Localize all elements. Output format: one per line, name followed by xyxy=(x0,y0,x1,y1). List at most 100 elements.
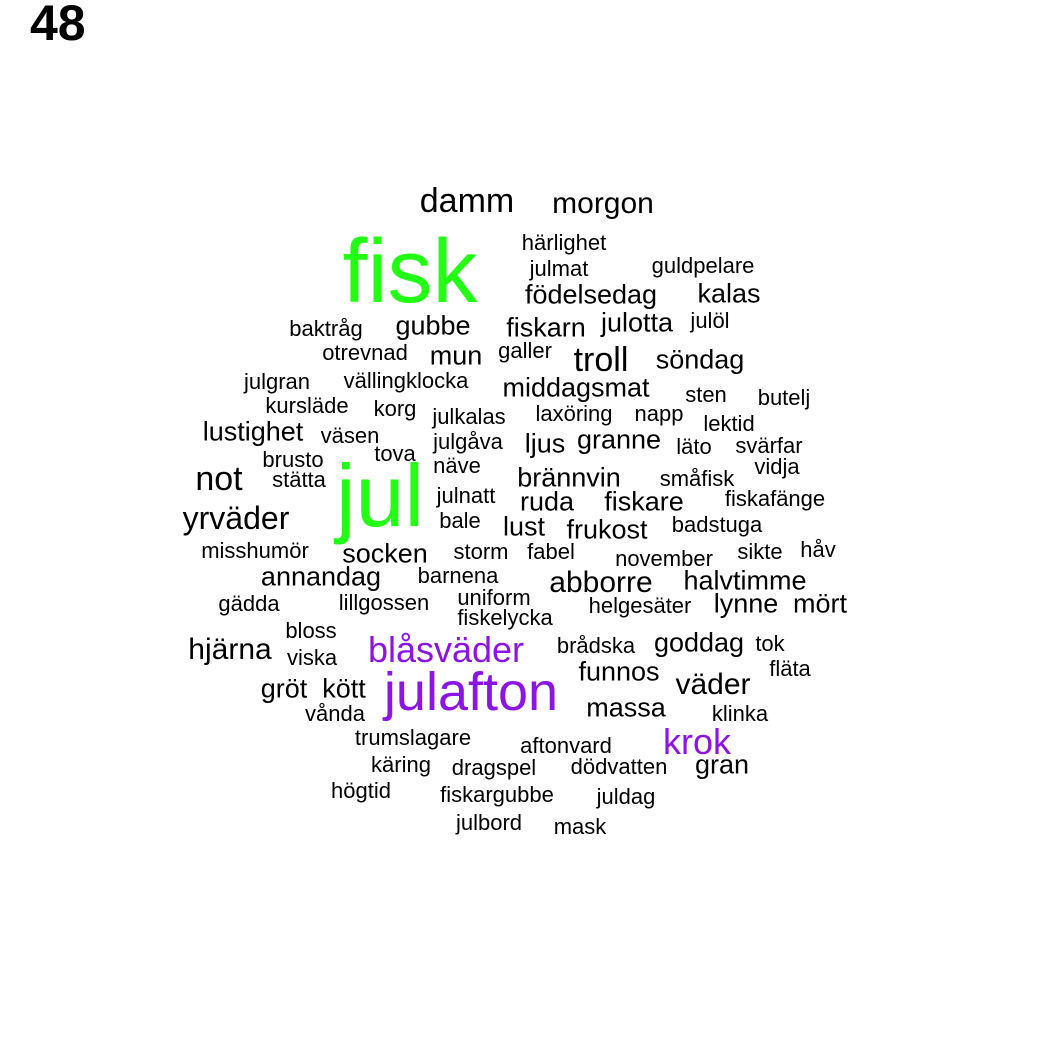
word-cloud-word: väder xyxy=(675,668,751,701)
word-cloud-word: misshumör xyxy=(201,538,309,563)
word-cloud-word: middagsmat xyxy=(502,372,650,403)
word-cloud-word: lillgossen xyxy=(338,590,430,615)
word-cloud-word: käring xyxy=(371,752,431,777)
word-cloud-word: helgesäter xyxy=(588,593,692,618)
word-cloud-word: läto xyxy=(676,434,712,459)
word-cloud-word: julotta xyxy=(600,307,674,338)
word-cloud-word: bale xyxy=(439,508,481,533)
word-cloud-word: julmat xyxy=(529,256,589,281)
word-cloud-word: julnatt xyxy=(436,483,496,508)
word-cloud-word: mask xyxy=(553,814,607,839)
word-cloud-word: gröt xyxy=(260,673,308,704)
word-cloud-word: julgran xyxy=(243,369,311,394)
word-cloud-word: socken xyxy=(342,538,428,569)
word-cloud-word: kalas xyxy=(697,278,761,309)
word-cloud-word: lektid xyxy=(703,411,755,436)
word-cloud-word: julkalas xyxy=(432,404,506,429)
word-cloud-word: högtid xyxy=(331,778,391,803)
word-cloud-word: halvtimme xyxy=(683,565,807,596)
word-cloud-word: guldpelare xyxy=(651,253,755,278)
word-cloud-word: lustighet xyxy=(202,416,304,447)
word-cloud-word: ljus xyxy=(524,428,566,459)
word-cloud-word: napp xyxy=(634,401,684,426)
word-cloud-word: vidja xyxy=(754,454,800,479)
word-cloud-word: jul xyxy=(335,446,425,545)
word-cloud-word: lynne xyxy=(713,588,779,619)
word-cloud-word: november xyxy=(615,546,713,571)
word-cloud-word: bloss xyxy=(285,618,337,643)
word-cloud-word: vällingklocka xyxy=(343,368,469,393)
word-cloud-word: ruda xyxy=(519,486,575,517)
word-cloud-word: korg xyxy=(373,396,417,421)
word-cloud-word: klinka xyxy=(711,701,769,726)
word-cloud-word: dödvatten xyxy=(570,754,668,779)
word-cloud-word: sten xyxy=(685,382,727,407)
word-cloud-word: gran xyxy=(694,749,750,780)
word-cloud-word: brusto xyxy=(262,447,324,472)
word-cloud-word: barnena xyxy=(417,563,499,588)
word-cloud-word: julgåva xyxy=(433,429,503,454)
word-cloud-word: morgon xyxy=(552,187,654,220)
word-cloud-word: mun xyxy=(429,340,483,371)
word-cloud-word: näve xyxy=(433,453,481,478)
word-cloud-word: fiskafänge xyxy=(724,486,826,511)
word-cloud-word: blåsväder xyxy=(367,629,525,670)
word-cloud-word: fiskelycka xyxy=(457,605,553,630)
word-cloud-word: mört xyxy=(793,588,847,619)
word-cloud-word: julbord xyxy=(455,810,523,835)
word-cloud-word: brännvin xyxy=(517,462,621,493)
page-number: 48 xyxy=(30,0,86,51)
word-cloud-word: svärfar xyxy=(735,433,803,458)
word-cloud-word: yrväder xyxy=(182,500,290,536)
word-cloud-word: annandag xyxy=(260,561,382,592)
word-cloud-word: viska xyxy=(286,645,338,670)
word-cloud-word: julöl xyxy=(690,308,730,333)
word-cloud-word: aftonvard xyxy=(520,733,612,758)
word-cloud-word: väsen xyxy=(320,423,380,448)
word-cloud-word: vånda xyxy=(305,701,365,726)
word-cloud-word: storm xyxy=(453,539,509,564)
word-cloud-word: troll xyxy=(573,341,629,379)
word-cloud-word: fläta xyxy=(769,656,811,681)
word-cloud-word: småfisk xyxy=(659,466,735,491)
word-cloud-word: uniform xyxy=(457,585,531,610)
word-cloud-word: massa xyxy=(586,692,666,723)
word-cloud-word: galler xyxy=(498,338,552,363)
word-cloud-word: fiskarn xyxy=(506,312,586,343)
word-cloud-word: otrevnad xyxy=(322,340,408,365)
word-cloud-word: håv xyxy=(800,537,836,562)
word-cloud-word: fiskare xyxy=(604,486,684,517)
word-cloud-word: not xyxy=(195,460,243,498)
word-cloud-word: goddag xyxy=(653,627,745,658)
word-cloud-word: hjärna xyxy=(188,633,272,666)
word-cloud-word: trumslagare xyxy=(354,725,472,750)
word-cloud-word: damm xyxy=(419,182,515,220)
word-cloud-word: födelsedag xyxy=(524,279,658,310)
word-cloud-word: söndag xyxy=(655,344,745,375)
word-cloud-word: gädda xyxy=(218,591,280,616)
word-cloud-word: sikte xyxy=(737,539,783,564)
word-cloud-word: kött xyxy=(322,673,366,704)
word-cloud-word: gubbe xyxy=(395,310,471,341)
word-cloud-word: julafton xyxy=(383,662,559,722)
word-cloud-word: laxöring xyxy=(535,401,613,426)
word-cloud-word: dragspel xyxy=(451,755,537,780)
word-cloud-word: kursläde xyxy=(265,393,349,418)
word-cloud-word: frukost xyxy=(566,514,648,545)
word-cloud-word: butelj xyxy=(757,385,811,410)
word-cloud-word: härlighet xyxy=(521,230,607,255)
word-cloud-word: stätta xyxy=(272,467,326,492)
word-cloud-word: tova xyxy=(374,441,416,466)
word-cloud-word: fiskargubbe xyxy=(440,782,554,807)
word-cloud-word: abborre xyxy=(549,566,653,599)
word-cloud-word: badstuga xyxy=(671,512,763,537)
word-cloud-word: krok xyxy=(662,721,732,762)
word-cloud-word: fisk xyxy=(342,222,478,322)
word-cloud-word: fabel xyxy=(527,539,575,564)
word-cloud-word: brådska xyxy=(556,633,636,658)
word-cloud-word: tok xyxy=(755,631,785,656)
word-cloud-word: granne xyxy=(576,424,662,455)
word-cloud-word: lust xyxy=(502,511,546,542)
